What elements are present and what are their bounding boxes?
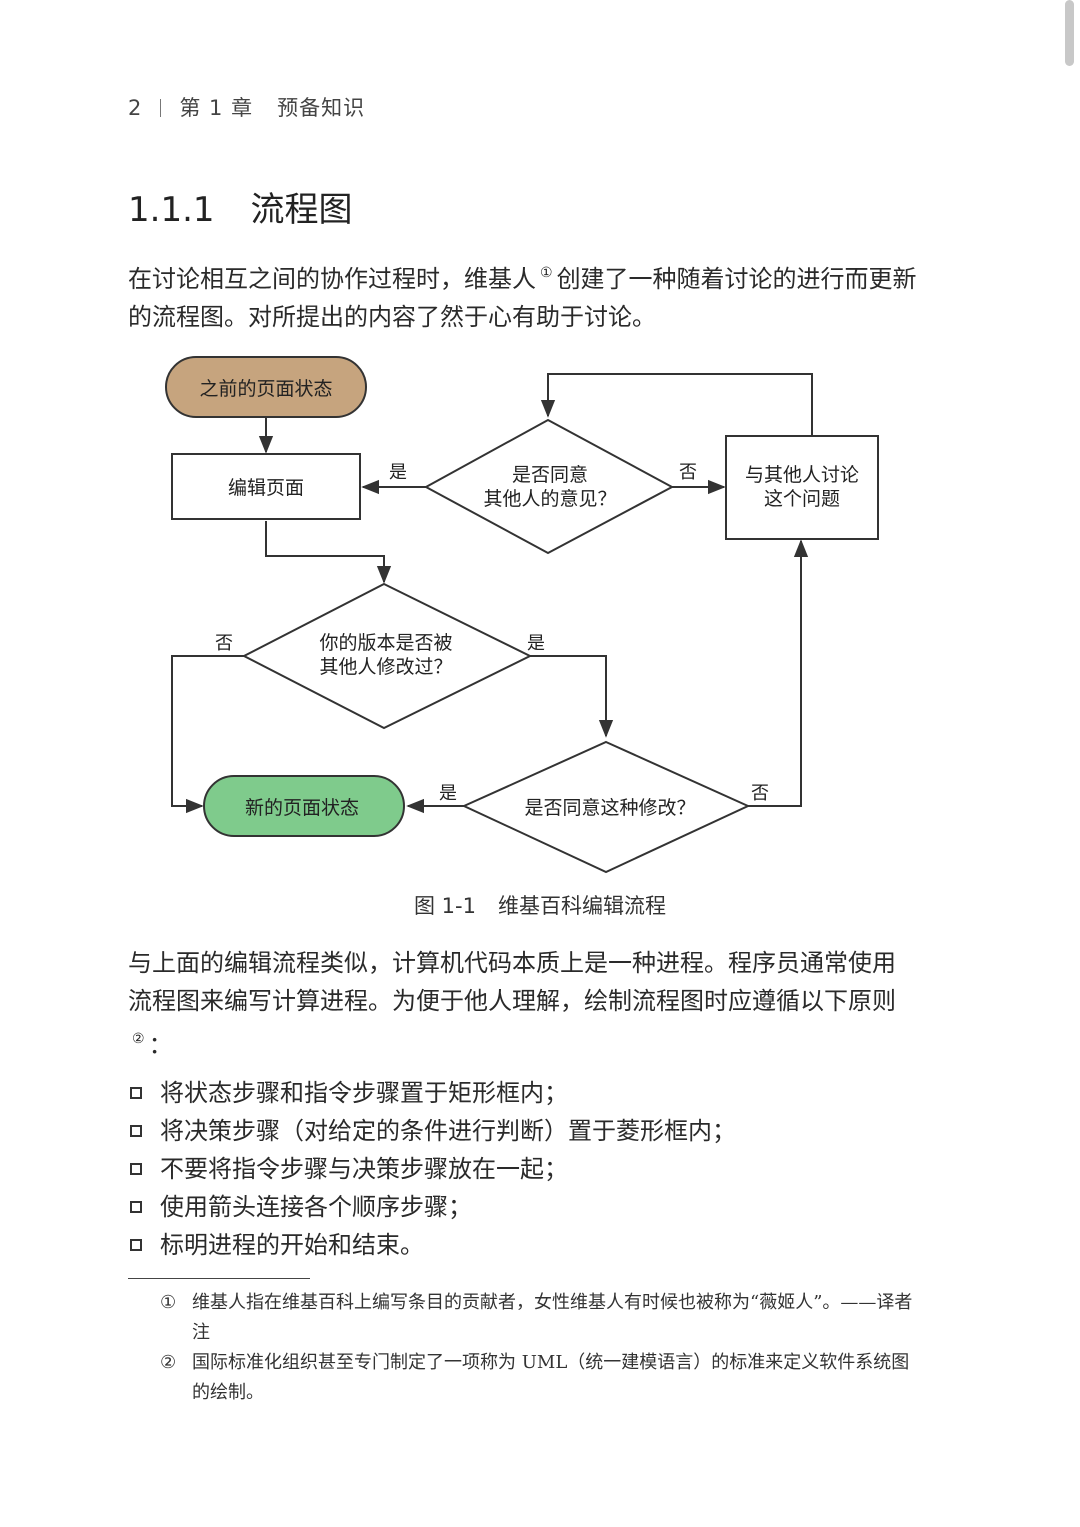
end-label: 新的页面状态	[245, 797, 359, 819]
checkbox-bullet-icon	[130, 1125, 142, 1137]
modified-no-label: 否	[215, 633, 233, 654]
chapter-number: 第 1 章	[179, 96, 254, 120]
checkbox-bullet-icon	[130, 1163, 142, 1175]
footnotes: ① 维基人指在维基百科上编写条目的贡献者，女性维基人有时候也被称为“薇姬人”。——…	[160, 1288, 920, 1408]
principles-colon: ：	[148, 1031, 173, 1059]
footnote-mark: ②	[160, 1352, 177, 1373]
footnote-2: ② 国际标准化组织甚至专门制定了一项称为 UML（统一建模语言）的标准来定义软件系…	[160, 1348, 920, 1408]
end-terminal	[203, 775, 405, 837]
arrow-modified-yes	[530, 655, 614, 738]
section-heading: 1.1.1 流程图	[128, 182, 353, 231]
checkbox-bullet-icon	[130, 1239, 142, 1251]
discuss-label-1: 与其他人讨论	[745, 464, 859, 486]
start-terminal	[165, 356, 367, 418]
footnote-divider	[128, 1278, 310, 1279]
agree-label-2: 其他人的意见？	[483, 488, 616, 510]
arrow-accept-no	[748, 539, 809, 807]
list-item-text: 标明进程的开始和结束。	[160, 1231, 424, 1259]
footnote-text: 维基人指在维基百科上编写条目的贡献者，女性维基人有时候也被称为“薇姬人”。——译…	[192, 1292, 913, 1343]
accept-no-label: 否	[751, 783, 769, 804]
agree-yes-label: 是	[389, 462, 407, 483]
scrollbar[interactable]	[1065, 0, 1074, 66]
figure-number: 图 1-1	[414, 894, 476, 918]
list-item: 使用箭头连接各个顺序步骤；	[128, 1188, 928, 1226]
footnote-1: ① 维基人指在维基百科上编写条目的贡献者，女性维基人有时候也被称为“薇姬人”。——…	[160, 1288, 920, 1348]
list-item: 不要将指令步骤与决策步骤放在一起；	[128, 1150, 928, 1188]
arrow-edit-to-modified	[265, 521, 392, 584]
intro-text-cont: 创建了一种随着讨论的进行而更新的流程图。对所提出的内容了然于心有助于讨论。	[128, 265, 917, 331]
checkbox-bullet-icon	[130, 1087, 142, 1099]
accept-change-diamond	[461, 740, 751, 874]
accept-change-label: 是否同意这种修改？	[524, 797, 695, 819]
modified-label-2: 其他人修改过？	[319, 656, 452, 678]
arrow-modified-no	[171, 655, 244, 814]
agree-opinion-diamond	[423, 418, 675, 555]
checkbox-bullet-icon	[130, 1201, 142, 1213]
list-item-text: 使用箭头连接各个顺序步骤；	[160, 1193, 472, 1221]
running-head: 2 第 1 章预备知识	[128, 92, 365, 122]
principles-list: 将状态步骤和指令步骤置于矩形框内； 将决策步骤（对给定的条件进行判断）置于菱形框…	[128, 1074, 928, 1264]
agree-label-1: 是否同意	[512, 464, 588, 486]
section-number: 1.1.1	[128, 190, 215, 230]
flowchart: 之前的页面状态 编辑页面 是否同意 其他人的意见？ 与其他人讨论 这个问题 你的…	[165, 356, 879, 874]
principles-paragraph: 与上面的编辑流程类似，计算机代码本质上是一种进程。程序员通常使用流程图来编写计算…	[128, 944, 918, 1064]
start-label: 之前的页面状态	[199, 378, 332, 400]
accept-yes-label: 是	[439, 783, 457, 804]
modified-diamond	[241, 582, 533, 730]
header-separator	[160, 99, 162, 117]
figure-title: 维基百科编辑流程	[497, 894, 666, 918]
modified-label-1: 你的版本是否被	[319, 632, 452, 654]
list-item-text: 将决策步骤（对给定的条件进行判断）置于菱形框内；	[160, 1117, 736, 1145]
footnote-ref-1[interactable]: ①	[540, 265, 553, 281]
discuss-box	[725, 435, 879, 540]
chapter-title: 预备知识	[277, 96, 366, 120]
list-item-text: 将状态步骤和指令步骤置于矩形框内；	[160, 1079, 568, 1107]
principles-text: 与上面的编辑流程类似，计算机代码本质上是一种进程。程序员通常使用流程图来编写计算…	[128, 949, 896, 1015]
discuss-label-2: 这个问题	[764, 488, 840, 510]
list-item-text: 不要将指令步骤与决策步骤放在一起；	[160, 1155, 568, 1183]
arrow-discuss-to-agree	[540, 373, 813, 436]
intro-text: 在讨论相互之间的协作过程时，维基人	[128, 265, 536, 293]
list-item: 将状态步骤和指令步骤置于矩形框内；	[128, 1074, 928, 1112]
footnote-text: 国际标准化组织甚至专门制定了一项称为 UML（统一建模语言）的标准来定义软件系统…	[192, 1352, 910, 1403]
edit-label: 编辑页面	[228, 477, 304, 499]
edit-page-box	[171, 453, 361, 520]
footnote-mark: ①	[160, 1292, 177, 1313]
list-item: 标明进程的开始和结束。	[128, 1226, 928, 1264]
figure-caption: 图 1-1 维基百科编辑流程	[0, 890, 1080, 920]
footnote-ref-2[interactable]: ②	[132, 1031, 145, 1047]
page-number: 2	[128, 96, 143, 120]
modified-yes-label: 是	[527, 633, 545, 654]
list-item: 将决策步骤（对给定的条件进行判断）置于菱形框内；	[128, 1112, 928, 1150]
agree-no-label: 否	[679, 462, 697, 483]
section-title: 流程图	[250, 190, 353, 230]
